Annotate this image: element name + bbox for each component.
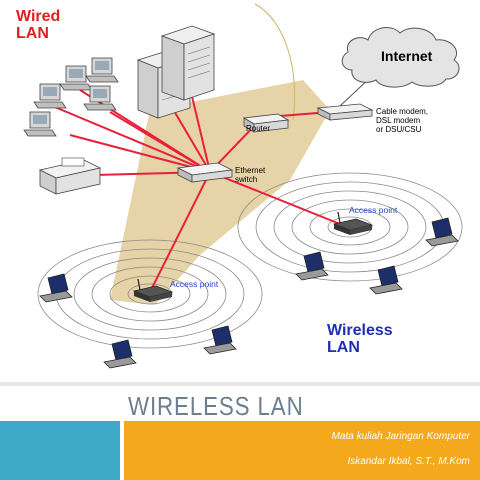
workstation-icon bbox=[59, 65, 93, 91]
wired-lan-label: Wired LAN bbox=[16, 8, 60, 42]
switch-icon bbox=[176, 162, 234, 183]
laptop-icon bbox=[203, 325, 237, 355]
wireless-lan-label: Wireless LAN bbox=[327, 322, 393, 356]
workstation-icon bbox=[33, 83, 67, 109]
laptop-icon bbox=[103, 339, 137, 369]
accent-bar-orange bbox=[124, 421, 480, 480]
antenna-curve bbox=[254, 3, 296, 121]
laptop-icon bbox=[295, 251, 329, 281]
network-diagram bbox=[23, 3, 463, 369]
modem-label-line2: DSL modem bbox=[376, 116, 421, 125]
laptop-icon bbox=[369, 265, 403, 295]
laptop-icon bbox=[425, 217, 459, 247]
wireless-lan-label-line2: LAN bbox=[327, 339, 360, 356]
workstation-icon bbox=[85, 57, 119, 83]
router-label: Router bbox=[246, 124, 271, 133]
access-point-right-label: Access point bbox=[349, 205, 398, 215]
printer-icon bbox=[38, 157, 102, 195]
divider-band bbox=[0, 382, 480, 386]
wired-lan-label-line2: LAN bbox=[16, 25, 49, 42]
switch-label-line2: switch bbox=[235, 175, 258, 184]
modem-label-line3: or DSU/CSU bbox=[376, 125, 422, 134]
coverage-cone bbox=[110, 80, 330, 305]
internet-label: Internet bbox=[381, 48, 433, 64]
access-point-icon bbox=[332, 211, 374, 235]
wireless-lan-label-line1: Wireless bbox=[327, 322, 393, 339]
workstation-icon bbox=[23, 111, 57, 137]
laptop-icon bbox=[39, 273, 73, 303]
accent-bar-blue bbox=[0, 421, 120, 480]
server-icon bbox=[160, 25, 216, 101]
wired-lan-label-line1: Wired bbox=[16, 8, 61, 25]
router-icon bbox=[242, 113, 290, 133]
modem-icon bbox=[316, 103, 374, 121]
subtitle-author: Iskandar Ikbal, S.T., M.Kom bbox=[347, 456, 470, 467]
cloud-icon bbox=[341, 27, 460, 88]
modem-label-line1: Cable modem, bbox=[376, 107, 429, 116]
workstation-icon bbox=[83, 85, 117, 111]
subtitle-course: Mata kuliah Jaringan Komputer bbox=[331, 431, 470, 442]
modem-label: Cable modem, DSL modem or DSU/CSU bbox=[376, 107, 428, 134]
wireless-ripples-right bbox=[237, 172, 463, 282]
switch-label: Ethernet switch bbox=[235, 166, 265, 184]
slide-title: WIRELESS LAN bbox=[128, 391, 304, 421]
switch-label-line1: Ethernet bbox=[235, 166, 266, 175]
access-point-icon bbox=[132, 278, 174, 302]
wireless-ripples-left bbox=[37, 239, 263, 349]
access-point-left-label: Access point bbox=[170, 279, 219, 289]
